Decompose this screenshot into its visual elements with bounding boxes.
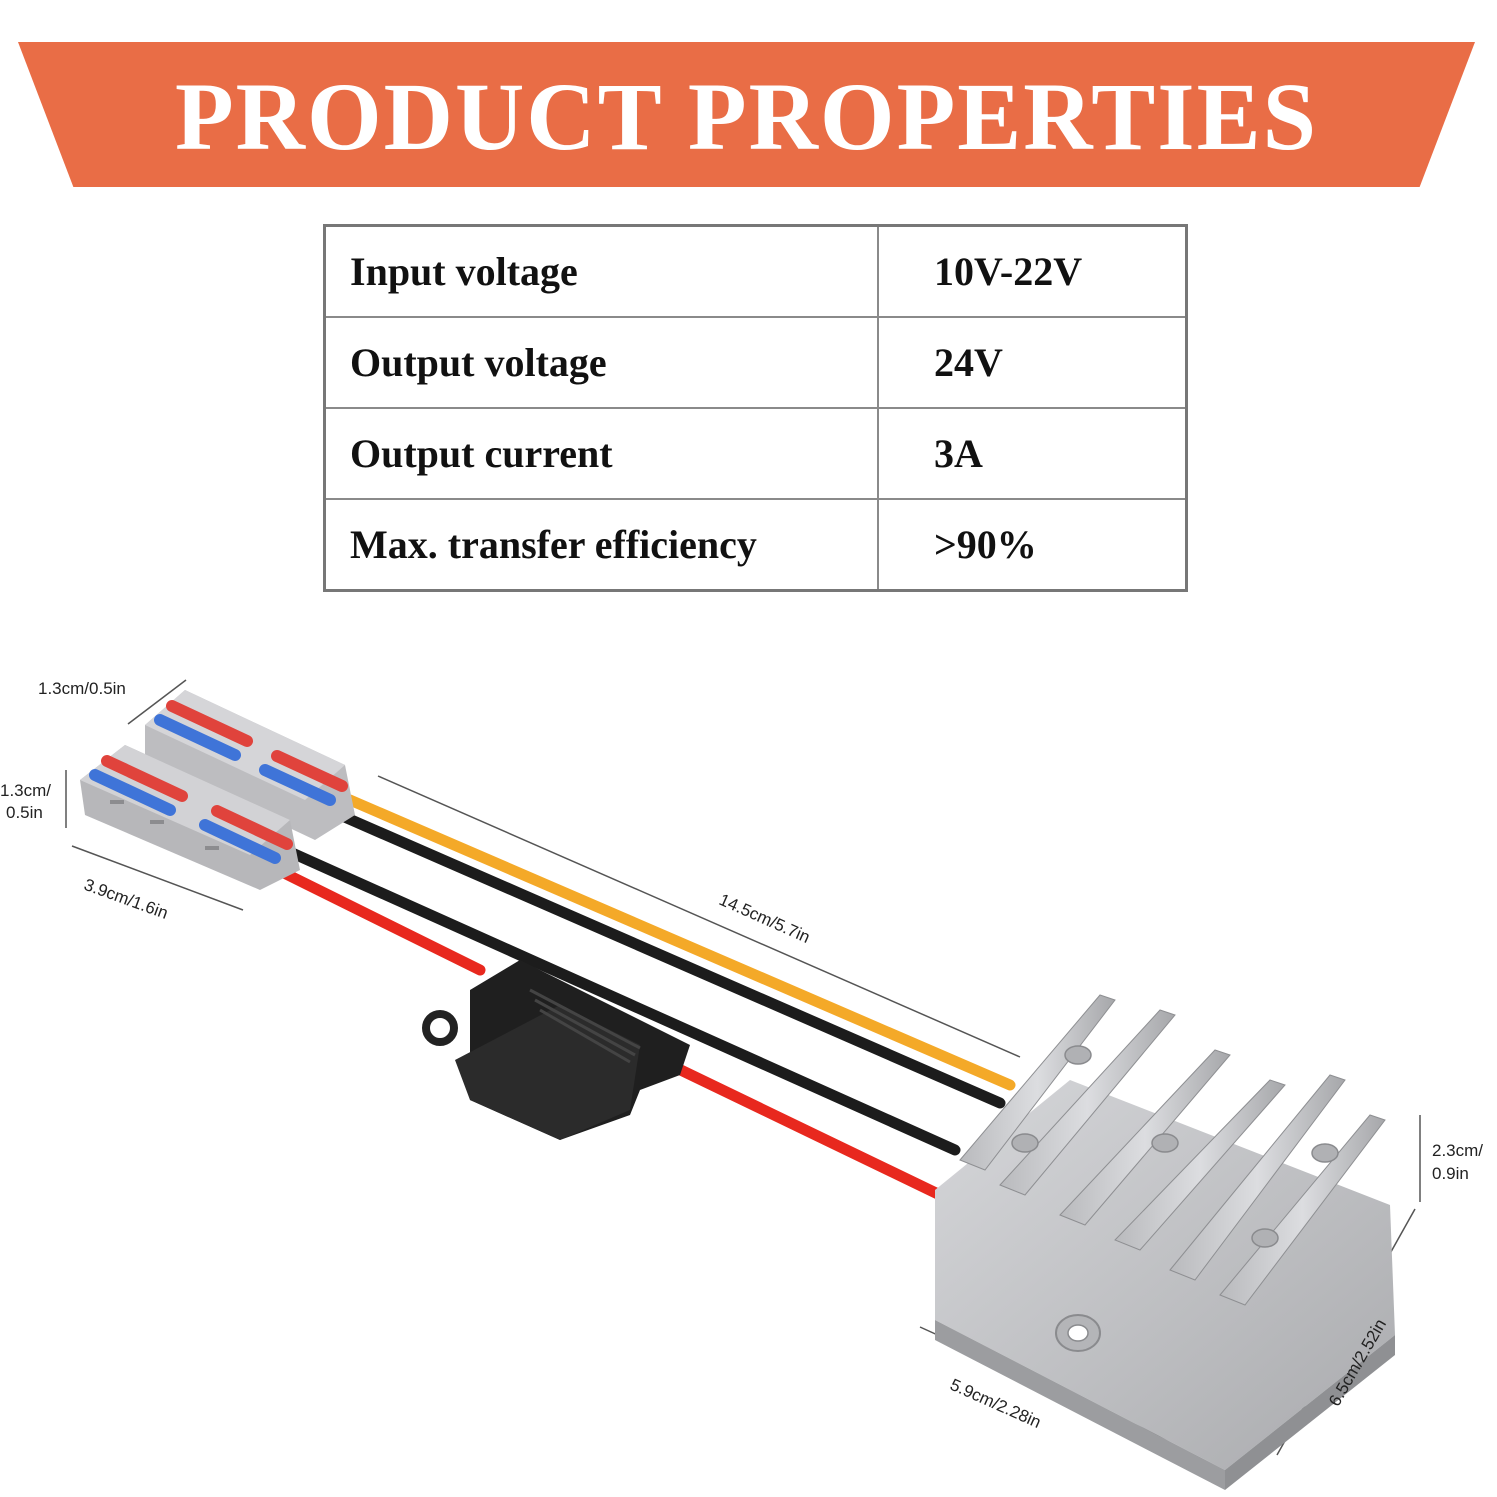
spec-value: 10V-22V [877, 224, 1188, 318]
wire-black-lower [284, 846, 961, 1156]
dimension-label: 0.5in [6, 803, 43, 822]
wire-harness [272, 794, 1016, 1201]
dimension-label: 2.3cm/ [1432, 1141, 1484, 1160]
spec-label: Output voltage [323, 316, 879, 409]
table-row: Output voltage 24V [323, 316, 1188, 409]
dimension-label: 1.3cm/0.5in [38, 679, 126, 698]
title-banner: PRODUCT PROPERTIES [18, 42, 1475, 187]
dimension-label: 0.9in [1432, 1164, 1469, 1183]
table-row: Output current 3A [323, 406, 1188, 500]
product-illustration [65, 679, 1421, 1490]
connector-back [145, 690, 355, 840]
spec-value: 3A [877, 406, 1188, 500]
table-row: Input voltage 10V-22V [323, 224, 1188, 318]
fuse-holder [422, 960, 690, 1140]
dimension-label: 1.3cm/ [0, 781, 52, 800]
wire-black-upper [334, 809, 1006, 1109]
table-row: Max. transfer efficiency >90% [323, 497, 1188, 592]
spec-value: >90% [877, 497, 1188, 592]
heatsink-fins [959, 994, 1386, 1306]
spec-label: Input voltage [323, 224, 879, 318]
wire-yellow [344, 794, 1016, 1091]
spec-value: 24V [877, 316, 1188, 409]
spec-label: Output current [323, 406, 879, 500]
page-title: PRODUCT PROPERTIES [175, 62, 1318, 170]
connector-front [80, 745, 300, 890]
spec-table: Input voltage 10V-22V Output voltage 24V… [323, 224, 1188, 592]
wire-red [272, 864, 946, 1201]
converter-module [935, 994, 1395, 1490]
spec-label: Max. transfer efficiency [323, 497, 879, 592]
